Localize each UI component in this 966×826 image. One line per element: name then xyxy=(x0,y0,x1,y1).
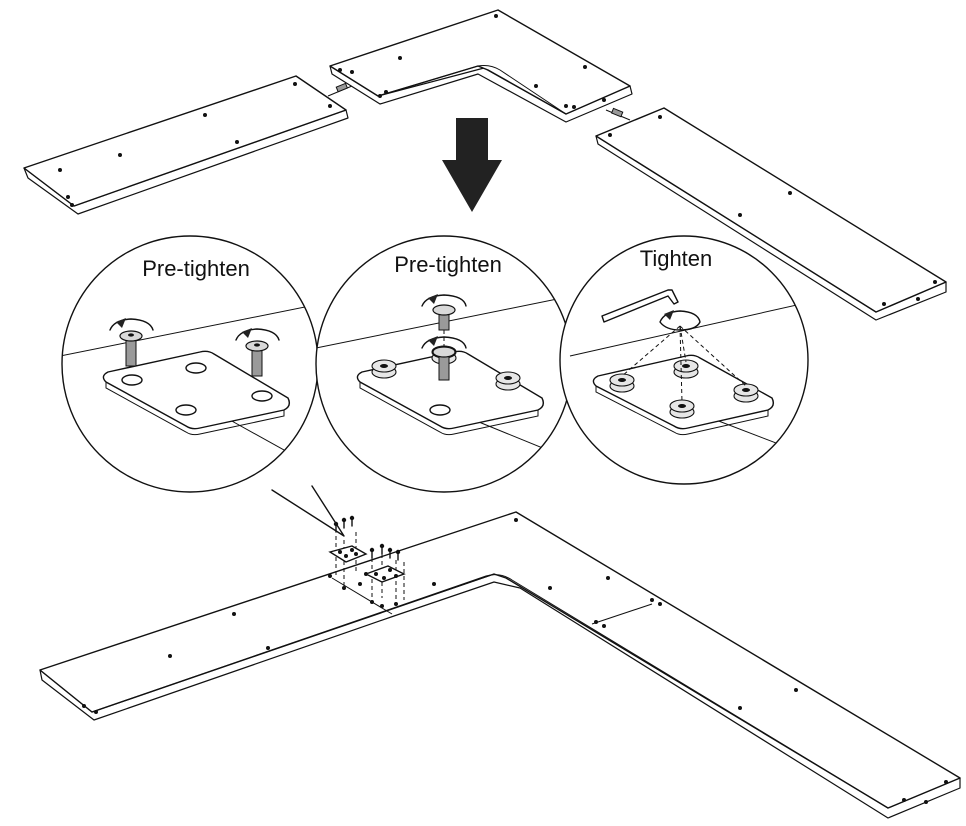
mini-bracket-right xyxy=(364,543,406,608)
down-arrow-icon xyxy=(442,118,502,212)
detail-circle-1: Pre-tighten xyxy=(61,235,319,493)
bracket-plate-1 xyxy=(102,350,291,436)
detail-circle-3: Tighten xyxy=(559,235,809,485)
bushing-icon xyxy=(669,399,695,419)
hex-key-icon xyxy=(601,289,679,323)
bolt-icon xyxy=(109,318,154,367)
assembled-desktop xyxy=(39,511,961,819)
bushing-icon xyxy=(495,371,521,391)
detail-circle-2: Pre-tighten xyxy=(315,235,573,493)
screw-icon xyxy=(349,515,355,527)
screw-icon xyxy=(395,549,401,561)
bracket-plate-2 xyxy=(356,350,545,436)
mini-bracket-left xyxy=(328,515,368,590)
screw-icon xyxy=(387,547,393,559)
bushing-icon xyxy=(733,383,759,403)
screw-icon xyxy=(369,547,375,559)
step-label-2: Pre-tighten xyxy=(394,252,502,277)
bolt-icon xyxy=(421,294,467,331)
step-label-3: Tighten xyxy=(640,246,713,271)
top-corner-board xyxy=(329,9,633,123)
screw-icon xyxy=(333,521,339,533)
bolt-icon xyxy=(235,328,280,377)
bushing-icon xyxy=(371,359,397,379)
bushing-icon xyxy=(673,359,699,379)
circular-arrow-icon xyxy=(659,310,701,331)
bracket-plate-3 xyxy=(592,354,775,436)
step-label-1: Pre-tighten xyxy=(142,256,250,281)
dowel-pin-right xyxy=(605,107,631,121)
screw-icon xyxy=(341,517,347,529)
screw-icon xyxy=(379,543,385,555)
bushing-icon xyxy=(609,373,635,393)
callout-pointer xyxy=(271,485,345,537)
top-right-board xyxy=(595,107,947,321)
top-left-board xyxy=(23,75,349,215)
dowel-pin-left xyxy=(327,82,353,97)
